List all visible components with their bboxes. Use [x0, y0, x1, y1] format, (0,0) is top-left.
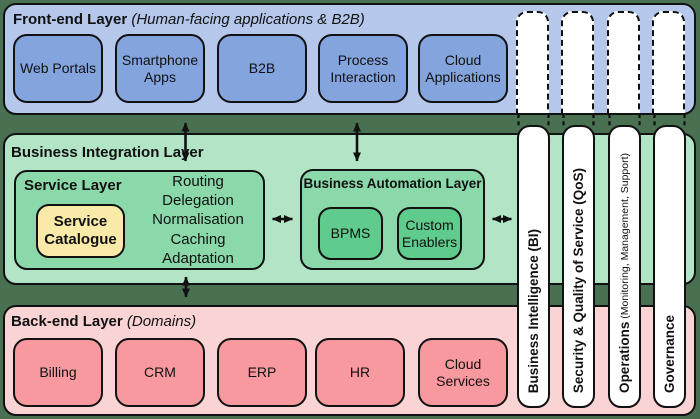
backend-box-crm: CRM: [115, 338, 205, 407]
function-adaptation: Adaptation: [162, 249, 234, 267]
service-layer-title: Service Layer: [24, 177, 122, 194]
pillar-security-qos: Security & Quality of Service (QoS): [562, 125, 595, 408]
bpms-box: BPMS: [318, 207, 383, 260]
pillar-stub-operations: [607, 11, 640, 113]
backend-layer-subtitle: (Domains): [126, 313, 197, 330]
frontend-box-smartphone-apps: Smartphone Apps: [115, 34, 205, 103]
pillar-security-qos-label: Security & Quality of Service (QoS): [570, 167, 586, 393]
function-caching: Caching: [170, 230, 226, 248]
frontend-box-process-interaction: Process Interaction: [318, 34, 408, 103]
pillar-governance-label: Governance: [661, 314, 677, 393]
custom-enablers-box: Custom Enablers: [397, 207, 462, 260]
function-normalisation: Normalisation: [152, 211, 244, 229]
pillar-operations: Operations (Monitoring, Management, Supp…: [608, 125, 641, 408]
pillar-stub-bi: [516, 11, 549, 113]
frontend-layer-title: Front-end Layer (Human-facing applicatio…: [13, 11, 365, 28]
pillar-business-intelligence-label: Business Intelligence (BI): [525, 228, 541, 393]
service-catalogue-box: Service Catalogue: [36, 204, 125, 258]
frontend-layer-title-text: Front-end Layer: [13, 11, 128, 28]
backend-box-hr: HR: [315, 338, 405, 407]
pillar-business-intelligence: Business Intelligence (BI): [517, 125, 550, 408]
frontend-box-b2b: B2B: [217, 34, 307, 103]
function-routing: Routing: [172, 173, 224, 190]
function-delegation: Delegation: [162, 192, 234, 210]
pillar-stub-governance: [652, 11, 685, 113]
pillar-stub-security: [561, 11, 594, 113]
frontend-layer-subtitle: (Human-facing applications & B2B): [131, 11, 365, 28]
pillar-operations-label: Operations (Monitoring, Management, Supp…: [616, 153, 632, 393]
backend-layer-title-text: Back-end Layer: [11, 313, 123, 330]
business-automation-layer-title: Business Automation Layer: [303, 176, 482, 191]
backend-box-billing: Billing: [13, 338, 103, 407]
backend-box-erp: ERP: [217, 338, 307, 407]
pillar-dashed-connectors: [517, 114, 686, 127]
backend-box-cloud-services: Cloud Services: [418, 338, 508, 407]
pillar-governance: Governance: [653, 125, 686, 408]
frontend-box-cloud-applications: Cloud Applications: [418, 34, 508, 103]
business-integration-layer-title: Business Integration Layer: [11, 144, 204, 161]
frontend-box-web-portals: Web Portals: [13, 34, 103, 103]
backend-layer-title: Back-end Layer (Domains): [11, 313, 196, 330]
service-layer-functions: Routing Delegation Normalisation Caching…: [130, 172, 266, 268]
